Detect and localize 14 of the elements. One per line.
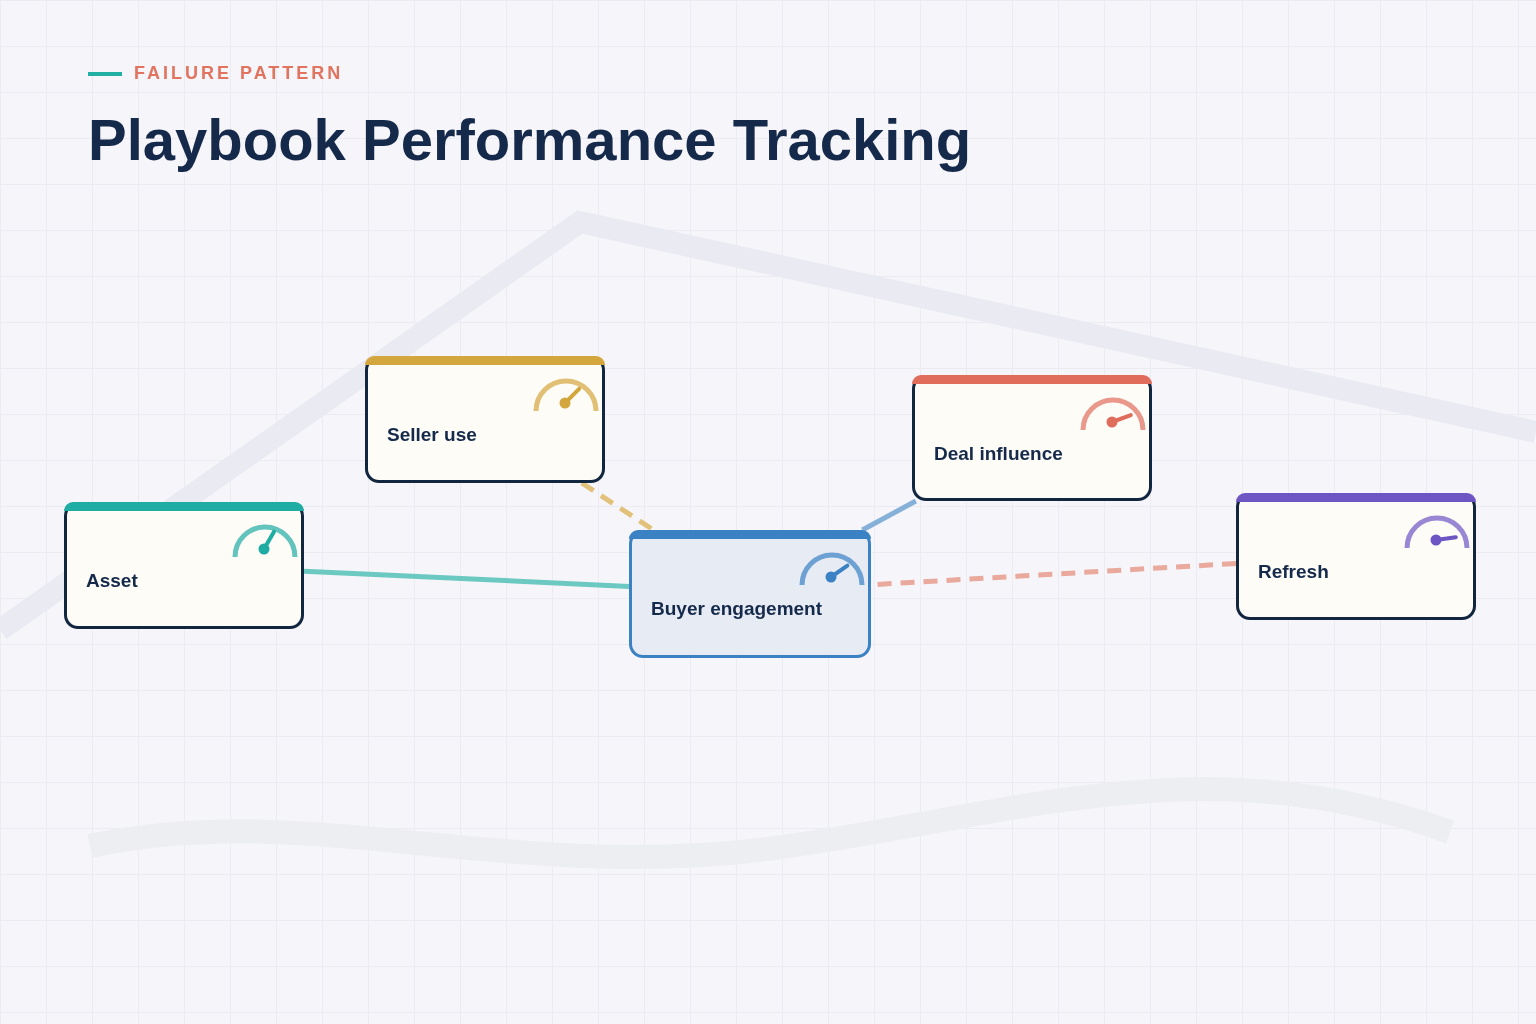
title: Playbook Performance Tracking: [88, 106, 972, 174]
card-label: Seller use: [387, 423, 477, 447]
metric-card: [629, 530, 871, 658]
eyebrow-label: FAILURE PATTERN: [134, 62, 344, 85]
card-label: Deal influence: [934, 442, 1063, 466]
metric-card: [912, 375, 1152, 501]
card-label: Refresh: [1258, 560, 1329, 584]
connector-line: [861, 498, 917, 533]
metric-card: [1236, 493, 1476, 620]
metric-card: [365, 356, 605, 483]
metric-card: [64, 502, 304, 629]
card-label: Asset: [86, 569, 138, 593]
connector-line: [303, 568, 630, 589]
card-label: Buyer engagement: [651, 597, 823, 621]
